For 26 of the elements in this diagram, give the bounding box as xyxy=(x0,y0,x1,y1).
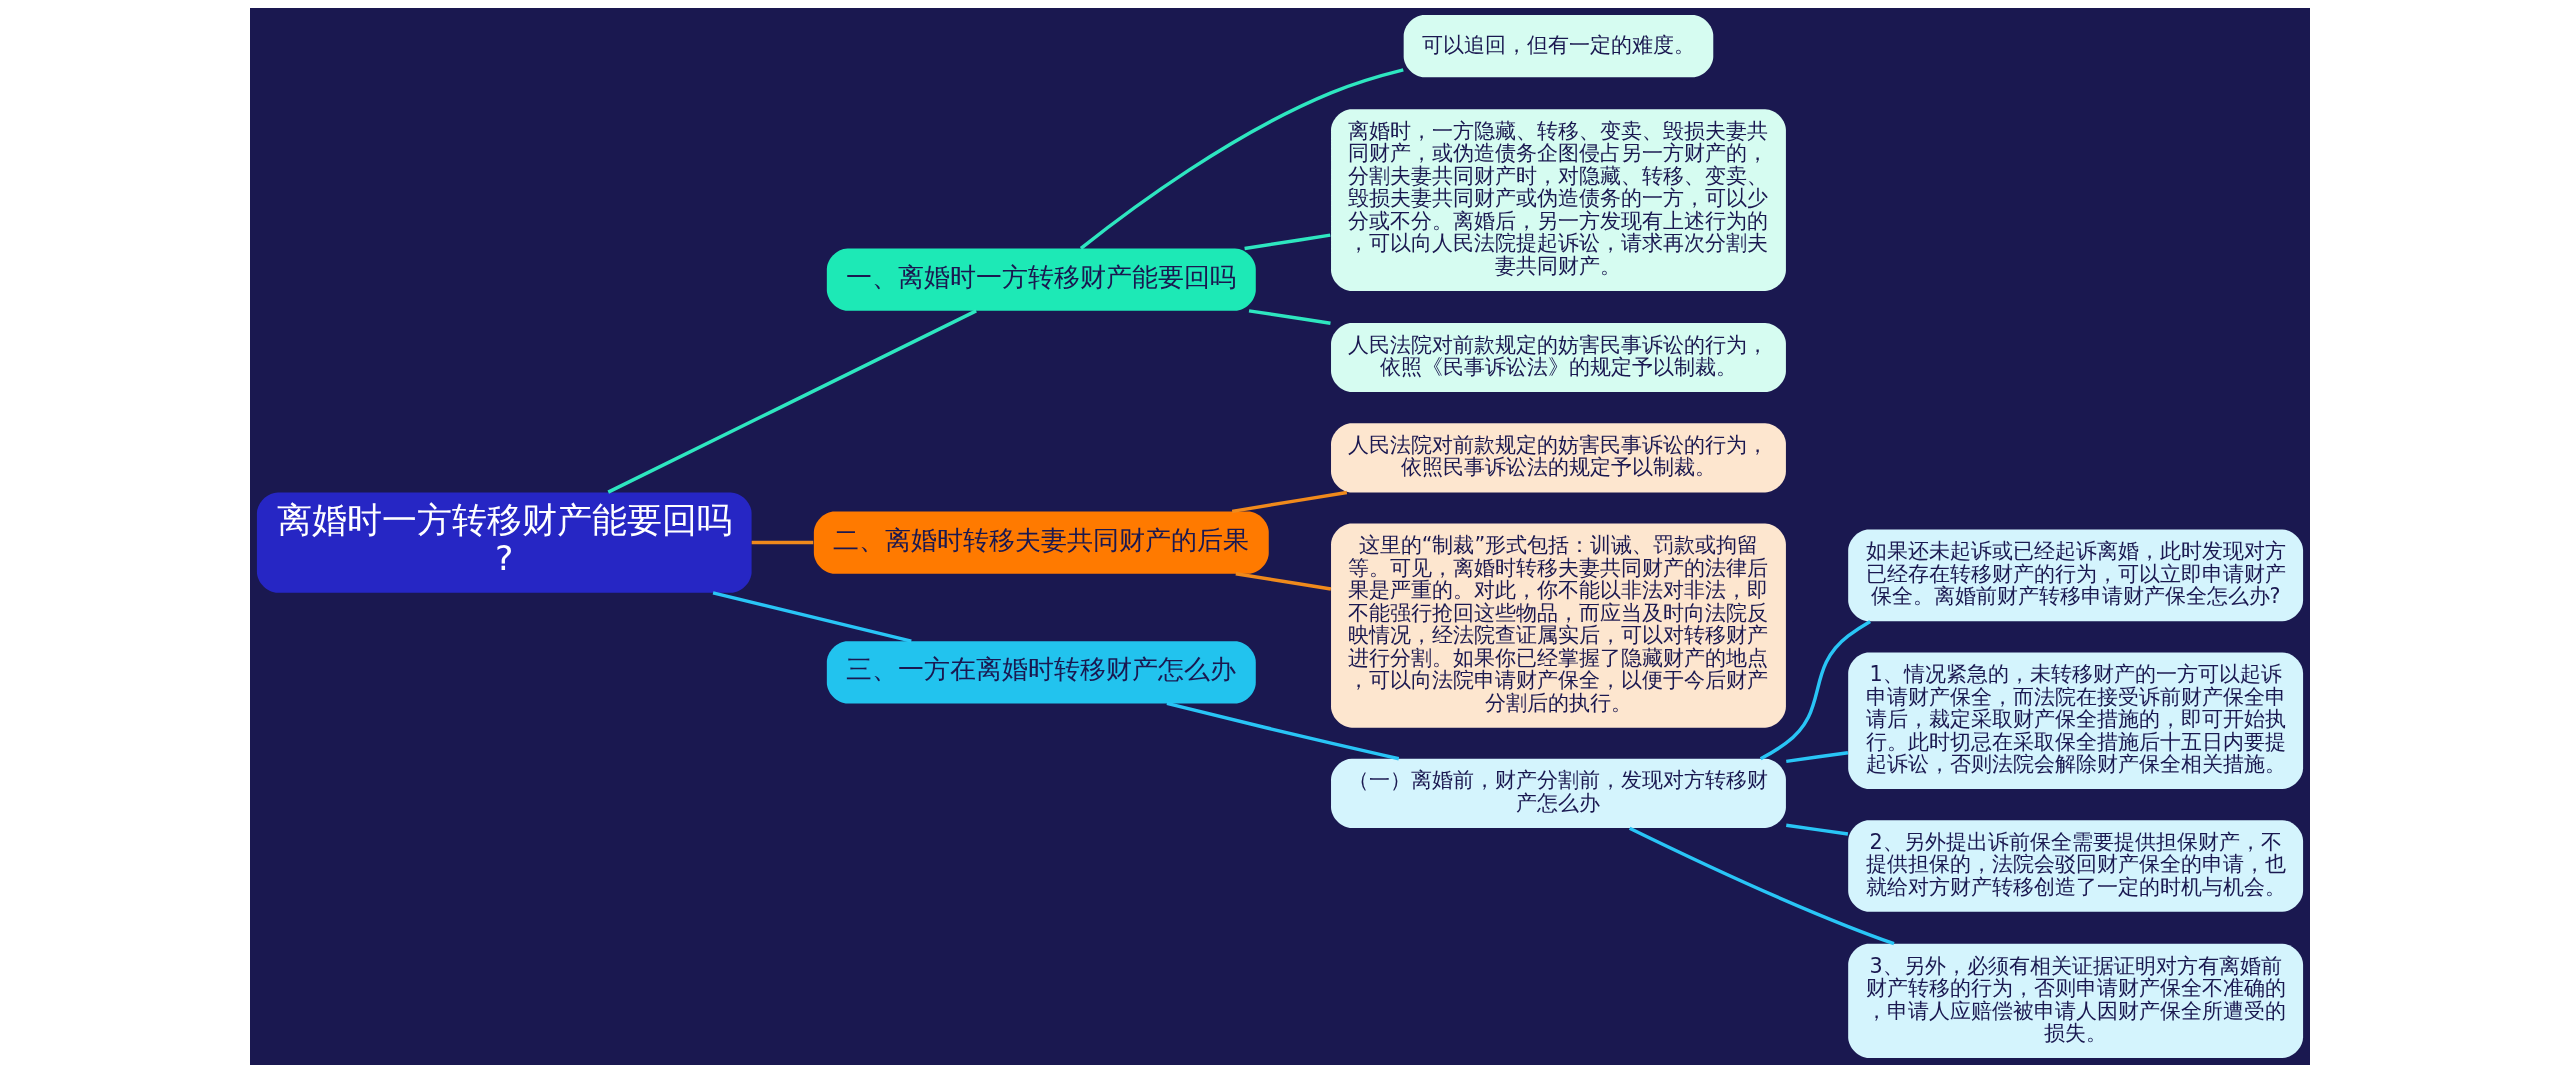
connector xyxy=(1248,309,1331,325)
connector xyxy=(1786,823,1849,836)
connector xyxy=(1079,68,1404,250)
connector xyxy=(1759,619,1871,761)
node-box: 这里的“制裁”形式包括：训诫、罚款或拘留等。可见，离婚时转移夫妻共同财产的法律后果是严重的。对此，你不能以非法对非法，即不能强行抢回这些物品，而应当及时向法院反映情况，经法院查证属实后，可以对转移财产进行分割。如果你已经掌握了隐藏财产的地点，可以向法院申请财产保全，以便于今后财产分割后的执行。 xyxy=(1331,523,1786,728)
node-box: 如果还未起诉或已经起诉离婚，此时发现对方已经存在转移财产的行为，可以立即申请财产保全。离婚前财产转移申请财产保全怎么办? xyxy=(1848,529,2304,622)
node-box: （一）离婚前，财产分割前，发现对方转移财产怎么办 xyxy=(1331,758,1786,828)
node-box: 一、离婚时一方转移财产能要回吗 xyxy=(826,248,1256,311)
connector xyxy=(1231,490,1348,514)
node-box: 1、情况紧急的，未转移财产的一方可以起诉申请财产保全，而法院在接受诉前财产保全申请后，裁定采取财产保全措施的，即可开始执行。此时切忌在采取保全措施后十五日内要提起诉讼，否则法院会解除财产保全相关措施。 xyxy=(1848,652,2304,790)
node-box: 三、一方在离婚时转移财产怎么办 xyxy=(826,641,1256,704)
node-box: 人民法院对前款规定的妨害民事诉讼的行为，依照民事诉讼法的规定予以制裁。 xyxy=(1331,423,1786,493)
node-box: 可以追回，但有一定的难度。 xyxy=(1403,15,1714,78)
connector xyxy=(1628,826,1895,946)
node-box: 离婚时一方转移财产能要回吗? xyxy=(256,492,752,593)
connector xyxy=(1786,750,1849,764)
connector xyxy=(751,540,814,545)
connector xyxy=(607,309,977,494)
node-box: 3、另外，必须有相关证据证明对方有离婚前财产转移的行为，否则申请财产保全不准确的，申请人应赔偿被申请人因财产保全所遭受的损失。 xyxy=(1848,943,2304,1058)
node-box: 离婚时，一方隐藏、转移、变卖、毁损夫妻共同财产，或伪造债务企图侵占另一方财产的，分割夫妻共同财产时，对隐藏、转移、变卖、毁损夫妻共同财产或伪造债务的一方，可以少分或不分。离婚后，另一方发现有上述行为的，可以向人民法院提起诉讼，请求再次分割夫妻共同财产。 xyxy=(1331,109,1786,291)
connector xyxy=(1244,233,1331,251)
node-box: 2、另外提出诉前保全需要提供担保财产，不提供担保的，法院会驳回财产保全的申请，也就给对方财产转移创造了一定的时机与机会。 xyxy=(1848,820,2304,912)
node-box: 二、离婚时转移夫妻共同财产的后果 xyxy=(813,511,1269,574)
connector xyxy=(1235,572,1332,591)
node-box: 人民法院对前款规定的妨害民事诉讼的行为，依照《民事诉讼法》的规定予以制裁。 xyxy=(1331,322,1786,393)
connector xyxy=(712,591,912,643)
